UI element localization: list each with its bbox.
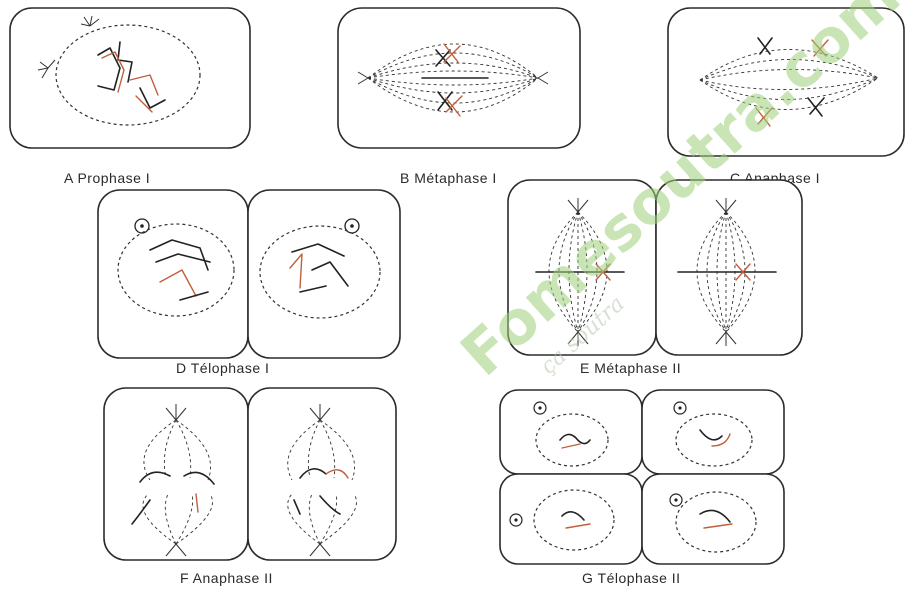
caption-a: A Prophase I — [64, 170, 150, 186]
caption-f: F Anaphase II — [180, 570, 273, 586]
centriole-dot — [350, 224, 354, 228]
panel-telophase-2: G Télophase II — [500, 390, 784, 586]
caption-g: G Télophase II — [582, 570, 681, 586]
cell-top-right — [642, 390, 784, 474]
caption-d: D Télophase I — [176, 360, 269, 376]
cell-top-left — [500, 390, 642, 474]
panel-prophase-1: A Prophase I — [10, 8, 250, 186]
cell-bottom-left — [500, 474, 642, 564]
panel-telophase-1: D Télophase I — [98, 190, 400, 376]
centriole-dot — [140, 224, 144, 228]
daughter-cell-right — [248, 388, 396, 560]
cell-bottom-right — [642, 474, 784, 564]
panel-metaphase-1: B Métaphase I — [338, 8, 580, 186]
cell-outline — [10, 8, 250, 148]
daughter-cell-left — [98, 190, 248, 358]
panel-anaphase-2: F Anaphase II — [104, 388, 396, 586]
caption-b: B Métaphase I — [400, 170, 497, 186]
daughter-cell-right — [248, 190, 400, 358]
caption-e: E Métaphase II — [580, 360, 681, 376]
